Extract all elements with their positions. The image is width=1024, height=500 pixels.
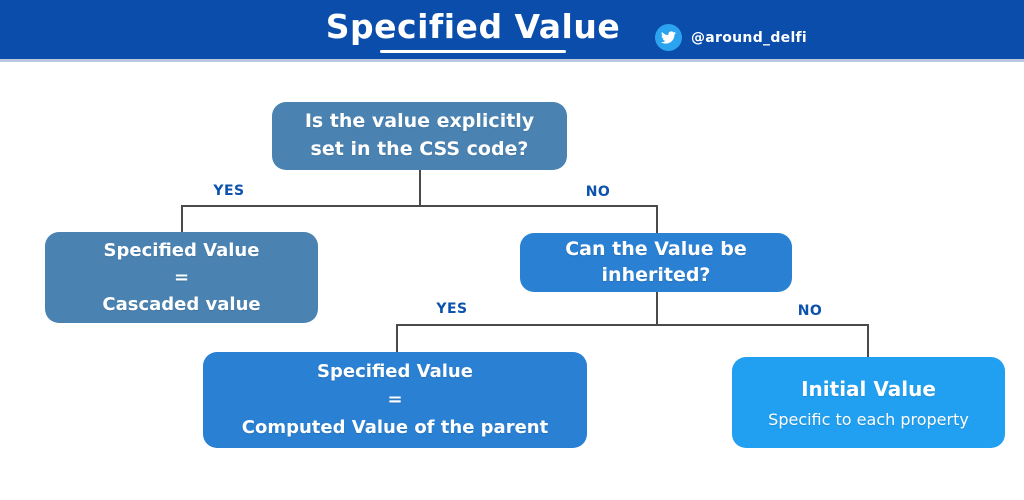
edge-label-no-level2: NO — [797, 303, 823, 319]
page-title-text: Specified Value — [325, 7, 621, 46]
connector-level1-horizontal — [181, 205, 658, 207]
node-text-line: = — [173, 267, 190, 288]
twitter-icon — [655, 24, 682, 51]
twitter-handle: @around_delfi — [691, 29, 808, 46]
connector-level2-no-down — [867, 324, 869, 358]
node-inherit-question: Can the Value be inherited? — [520, 233, 792, 292]
node-text-line: = — [387, 389, 403, 411]
connector-inherit-down — [656, 292, 658, 325]
connector-root-down — [419, 170, 421, 206]
node-subtitle: Specific to each property — [768, 409, 969, 429]
edge-label-yes-level2: YES — [436, 301, 468, 317]
connector-level1-yes-down — [181, 205, 183, 233]
edge-label-yes-level1: YES — [213, 183, 245, 199]
node-text-line: Is the value explicitly — [304, 110, 535, 133]
node-text-line: Specified Value — [317, 361, 473, 383]
node-specified-cascaded: Specified Value = Cascaded value — [45, 232, 318, 323]
node-initial-value: Initial Value Specific to each property — [732, 357, 1005, 448]
node-root-question: Is the value explicitly set in the CSS c… — [272, 102, 567, 170]
connector-level1-no-down — [656, 205, 658, 234]
node-specified-computed: Specified Value = Computed Value of the … — [203, 352, 587, 448]
connector-level2-horizontal — [396, 324, 869, 326]
node-text-line: set in the CSS code? — [310, 138, 529, 160]
twitter-badge: @around_delfi — [655, 24, 807, 51]
node-title: Initial Value — [801, 376, 936, 401]
node-text-line: inherited? — [601, 263, 711, 286]
title-underline — [380, 50, 566, 53]
node-text-line: Cascaded value — [102, 294, 261, 315]
connector-level2-yes-down — [396, 324, 398, 353]
page-title: Specified Value — [312, 7, 634, 53]
edge-label-no-level1: NO — [585, 184, 611, 200]
header-bar: Specified Value @around_delfi — [0, 0, 1024, 62]
node-text-line: Can the Value be — [565, 237, 747, 260]
node-text-line: Computed Value of the parent — [241, 416, 549, 438]
node-text-line: Specified Value — [103, 240, 260, 261]
